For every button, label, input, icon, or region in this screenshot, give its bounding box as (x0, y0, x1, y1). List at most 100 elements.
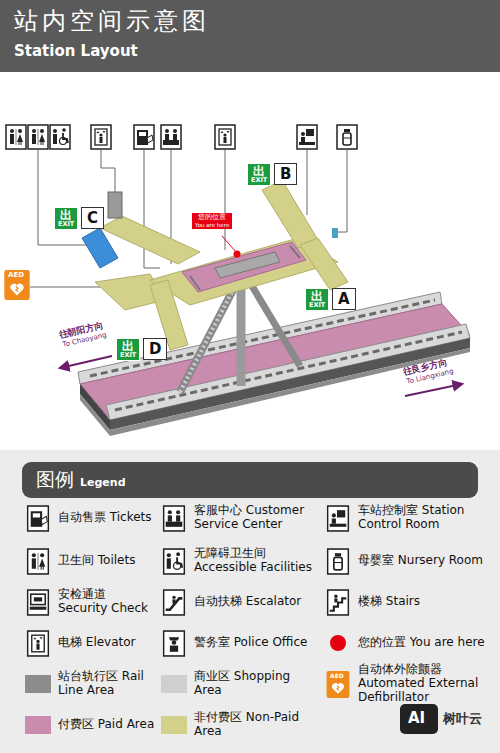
legend-icon (160, 669, 188, 699)
legend-text: 电梯 Elevator (58, 636, 158, 650)
platform (78, 292, 470, 436)
legend-icon-glyph (164, 549, 185, 574)
legend-item: 客服中心 Customer Service Center (160, 499, 318, 537)
legend-icon (24, 710, 52, 740)
legend-text: 警务室 Police Office (194, 636, 318, 650)
top-icons (297, 125, 317, 149)
legend-item: 自动体外除颤器 Automated External Defibrillator (324, 665, 486, 703)
legend-panel (0, 450, 500, 753)
exit-sign-text: EXIT (58, 221, 74, 228)
exit-letter: A (332, 288, 356, 310)
legend-text: 安检通道 Security Check (58, 588, 158, 616)
legend-text: 车站控制室 Station Control Room (358, 504, 486, 532)
legend-text: 卫生间 Toilets (58, 554, 158, 568)
legend-icon-glyph (28, 590, 49, 615)
top-icons (4, 270, 29, 300)
legend-icon (324, 587, 352, 617)
legend-item: 电梯 Elevator (24, 624, 158, 662)
legend-item: 安检通道 Security Check (24, 583, 158, 621)
aed-label: AED (8, 272, 24, 280)
paid-area (182, 242, 306, 292)
paid-area (190, 276, 200, 290)
exit-sign-text: 出 (120, 340, 136, 352)
platform (80, 384, 110, 430)
exit-letter: C (81, 207, 104, 229)
paid-area (215, 252, 280, 278)
legend-item: 您的位置 You are here (324, 624, 486, 662)
exit-sign-text: EXIT (309, 302, 325, 309)
legend-item: 商业区 Shopping Area (160, 665, 318, 703)
legend-item: 非付费区 Non-Paid Area (160, 706, 318, 744)
exit-sign-text: EXIT (251, 177, 267, 184)
legend-item: 警务室 Police Office (160, 624, 318, 662)
legend-swatch (161, 716, 187, 734)
watermark: AI (408, 710, 425, 727)
legend-icon (160, 546, 188, 576)
concourse (262, 180, 318, 248)
watermark-box (400, 704, 438, 734)
legend-icon (24, 628, 52, 658)
legend-icon (160, 710, 188, 740)
you-are-here-tag-text: 您的位置 (195, 214, 229, 222)
legend-text: 非付费区 Non-Paid Area (194, 711, 318, 739)
exit-sign: 出EXIT (305, 288, 329, 311)
leader-lines (101, 150, 115, 192)
top-icons (134, 125, 154, 149)
legend-icon (324, 546, 352, 576)
legend-text: 您的位置 You are here (358, 636, 486, 650)
top-icons (161, 125, 181, 149)
header-band (0, 0, 500, 72)
legend-icon (24, 546, 52, 576)
you-are-here-tag: 您的位置You are here (192, 213, 232, 229)
legend-text: 客服中心 Customer Service Center (194, 504, 318, 532)
top-icons (91, 125, 111, 149)
top-icons (337, 125, 357, 149)
top-icons (215, 125, 235, 149)
legend-icon-glyph (328, 590, 349, 615)
aed-label: AED (330, 673, 344, 680)
top-icons (28, 125, 48, 149)
leader-lines (336, 150, 347, 232)
concourse (332, 228, 338, 238)
exit-letter: D (143, 338, 167, 360)
legend-icon-glyph (28, 631, 49, 656)
legend-item: 付费区 Paid Area (24, 706, 158, 744)
legend-icon-glyph (328, 506, 349, 531)
exit-letter-text: C (87, 209, 98, 227)
legend-header-text: Legend (80, 476, 126, 489)
concourse (108, 192, 122, 218)
top-icons (50, 125, 70, 149)
concourse (82, 228, 118, 268)
legend-item: 自动扶梯 Escalator (160, 583, 318, 621)
escalators (237, 288, 246, 386)
legend-text: 站台轨行区 Rail Line Area (58, 670, 158, 698)
legend-header: 图例Legend (22, 462, 478, 498)
legend-icon (324, 503, 352, 533)
legend-icon-glyph (327, 671, 350, 698)
platform (106, 324, 470, 420)
legend-swatch (161, 675, 187, 693)
legend-icon (160, 503, 188, 533)
leader-lines (225, 150, 226, 250)
legend-icon-glyph (164, 590, 185, 615)
concourse (82, 180, 348, 350)
legend-icon-glyph (328, 549, 349, 574)
legend-text: 付费区 Paid Area (58, 718, 158, 732)
legend-item: 车站控制室 Station Control Room (324, 499, 486, 537)
legend-icon (324, 628, 352, 658)
watermark: 树叶云 (443, 712, 482, 726)
legend-text: 商业区 Shopping Area (194, 670, 318, 698)
legend-icon-glyph (28, 549, 49, 574)
platform (80, 348, 470, 436)
legend-swatch (330, 635, 346, 651)
exit-sign-text: EXIT (120, 352, 136, 359)
exit-sign-text: 出 (251, 165, 267, 177)
legend-icon-glyph (28, 506, 49, 531)
legend-icon (160, 587, 188, 617)
exit-sign-text: 出 (58, 209, 74, 221)
legend-text: 母婴室 Nursery Room (358, 554, 486, 568)
legend-item: 楼梯 Stairs (324, 583, 486, 621)
legend-item: 母婴室 Nursery Room (324, 542, 486, 580)
legend-swatch (25, 716, 51, 734)
